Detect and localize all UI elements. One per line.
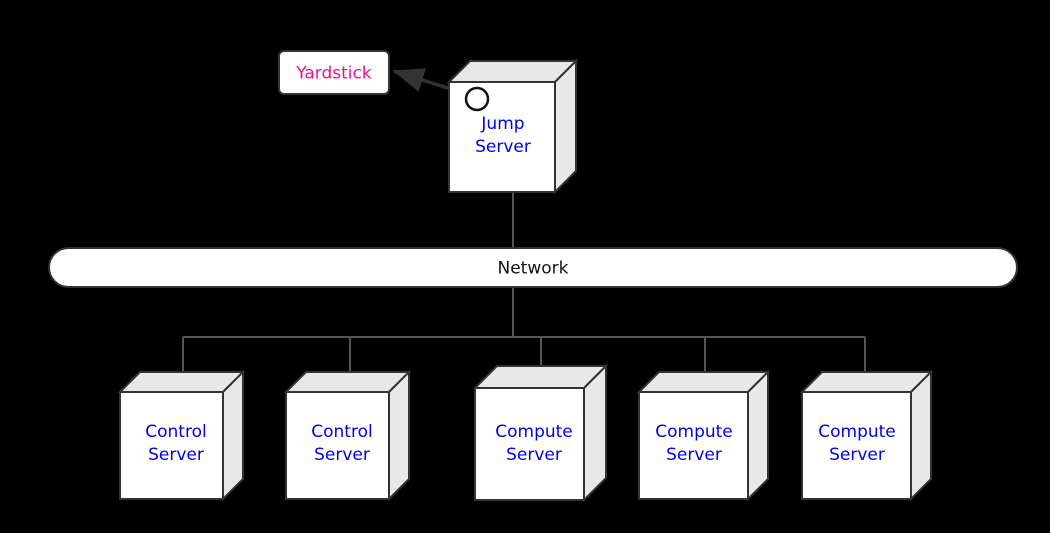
compute-server-4-front-face (638, 391, 749, 500)
control-server-2-front-face (285, 391, 390, 500)
yardstick-label-text: Yardstick (295, 64, 372, 84)
compute-server-4-label-line1: Compute (655, 422, 733, 442)
compute-server-4-top-face (636, 371, 771, 393)
compute-server-3-side-face (583, 363, 607, 503)
yardstick-label-box (278, 50, 390, 95)
control-server-2-label-line2: Server (314, 445, 370, 465)
compute-server-3-node[interactable]: Compute Server (472, 363, 609, 503)
network-bar-label: Network (498, 259, 569, 279)
control-server-2-label-line1: Control (311, 422, 372, 442)
compute-server-5-node[interactable]: Compute Server (799, 369, 934, 502)
compute-server-3-front-face (474, 387, 585, 501)
control-server-1-label-line2: Server (148, 445, 204, 465)
network-bus-node[interactable]: Network (48, 247, 1018, 288)
control-server-2-side-face (388, 369, 410, 502)
jump-server-side-face (554, 58, 577, 195)
compute-server-4-side-face (747, 369, 769, 502)
control-server-2-node[interactable]: Control Server (283, 369, 412, 502)
control-server-1-node[interactable]: Control Server (117, 369, 246, 502)
network-bar-shape (48, 247, 1018, 288)
compute-server-3-label-line2: Server (506, 445, 562, 465)
compute-server-5-side-face (910, 369, 932, 502)
compute-server-5-top-face (799, 371, 934, 393)
circle-port-icon (464, 86, 490, 112)
jump-server-label-line2: Server (475, 137, 531, 157)
yardstick-label[interactable]: Yardstick (278, 50, 390, 95)
control-server-2-top-face (283, 371, 412, 393)
control-server-1-front-face (119, 391, 224, 500)
control-server-1-label-line1: Control (145, 422, 206, 442)
compute-server-3-label-line1: Compute (495, 422, 573, 442)
control-server-1-top-face (117, 371, 246, 393)
compute-server-4-node[interactable]: Compute Server (636, 369, 771, 502)
jump-server-node[interactable]: Jump Server (446, 58, 579, 195)
compute-server-5-label-line1: Compute (818, 422, 896, 442)
compute-server-5-label-line2: Server (829, 445, 885, 465)
jump-server-label-line1: Jump (480, 114, 524, 134)
control-server-1-side-face (222, 369, 244, 502)
compute-server-5-front-face (801, 391, 912, 500)
compute-server-4-label-line2: Server (666, 445, 722, 465)
